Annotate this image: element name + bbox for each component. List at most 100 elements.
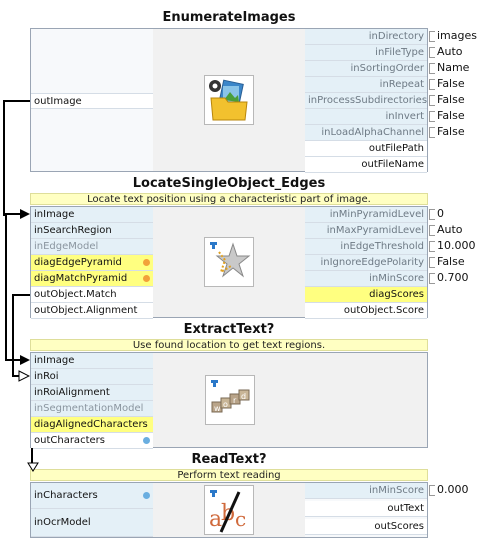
icon-area xyxy=(153,29,306,171)
left-ports: outImage xyxy=(31,29,154,171)
svg-text:d: d xyxy=(241,392,246,401)
block-title-enumerate-images: EnumerateImages xyxy=(162,10,296,25)
port-inInvert[interactable]: inInvert xyxy=(305,109,427,125)
connection-wire[interactable] xyxy=(31,448,33,466)
port-inRoiAlignment[interactable]: inRoiAlignment xyxy=(31,385,153,401)
right-ports: inMinScore outText outScores xyxy=(305,483,427,537)
value-inEdgeThreshold[interactable]: 10.000 xyxy=(429,239,476,252)
left-ports: inImage inRoi inRoiAlignment inSegmentat… xyxy=(31,353,154,449)
port-diagMatchPyramid[interactable]: diagMatchPyramid xyxy=(31,271,153,287)
value-inLoadAlphaChannel[interactable]: False xyxy=(429,125,465,138)
port-inFileType[interactable]: inFileType xyxy=(305,45,427,61)
connection-wire[interactable] xyxy=(3,100,30,102)
block-title-read-text: ReadText? xyxy=(191,452,267,467)
array-dot-icon xyxy=(143,437,150,444)
port-inLoadAlphaChannel[interactable]: inLoadAlphaChannel xyxy=(305,125,427,141)
port-outCharacters[interactable]: outCharacters xyxy=(31,433,153,449)
port-inRepeat[interactable]: inRepeat xyxy=(305,77,427,93)
value-inSortingOrder[interactable]: Name xyxy=(428,61,470,74)
port-inEdgeThreshold[interactable]: inEdgeThreshold xyxy=(305,239,427,255)
icon-area: w o r d xyxy=(153,353,427,447)
icon-area xyxy=(153,207,306,317)
port-outFilePath[interactable]: outFilePath xyxy=(305,141,427,157)
value-inFileType[interactable]: Auto xyxy=(429,45,463,58)
block-description: Use found location to get text regions. xyxy=(30,339,428,351)
arrow-head-icon xyxy=(20,355,30,365)
left-ports: inCharacters inOcrModel xyxy=(31,483,154,537)
port-diagEdgePyramid[interactable]: diagEdgePyramid xyxy=(31,255,153,271)
svg-text:w: w xyxy=(214,404,221,413)
block-description: Perform text reading xyxy=(30,469,428,481)
port-label: diagMatchPyramid xyxy=(34,273,128,284)
filter-block-locate-single-object-edges[interactable]: inImage inSearchRegion inEdgeModel diagE… xyxy=(30,206,428,319)
value-inRepeat[interactable]: False xyxy=(429,77,465,90)
port-outFileName[interactable]: outFileName xyxy=(305,157,427,173)
value-inMinScore[interactable]: 0.700 xyxy=(429,271,469,284)
folder-images-gear-icon xyxy=(204,75,254,125)
arrow-head-hollow-icon xyxy=(18,370,30,382)
diagnostic-dot-icon xyxy=(143,259,150,266)
filter-block-enumerate-images[interactable]: outImage inDirectory inFileType inSortin… xyxy=(30,28,428,173)
connection-wire[interactable] xyxy=(12,294,30,296)
connection-wire[interactable] xyxy=(12,294,14,376)
locate-star-icon xyxy=(204,237,254,287)
port-outObject-Match[interactable]: outObject.Match xyxy=(31,287,153,303)
port-inIgnoreEdgePolarity[interactable]: inIgnoreEdgePolarity xyxy=(305,255,427,271)
port-inSegmentationModel[interactable]: inSegmentationModel xyxy=(31,401,153,417)
port-inProcessSubdirectories[interactable]: inProcessSubdirectories xyxy=(305,93,427,109)
port-diagScores[interactable]: diagScores xyxy=(305,287,427,303)
port-label: inCharacters xyxy=(34,490,98,501)
value-inInvert[interactable]: False xyxy=(429,109,465,122)
port-outObject-Alignment[interactable]: outObject.Alignment xyxy=(31,303,153,319)
read-abc-icon: a b c xyxy=(204,485,254,535)
connection-wire[interactable] xyxy=(5,359,25,361)
port-outText[interactable]: outText xyxy=(305,501,427,517)
arrow-head-hollow-icon xyxy=(27,462,39,472)
port-inMinScore[interactable]: inMinScore xyxy=(305,483,427,499)
svg-text:o: o xyxy=(223,400,228,409)
svg-text:r: r xyxy=(233,396,237,405)
port-inRoi[interactable]: inRoi xyxy=(31,369,153,385)
value-inIgnoreEdgePolarity[interactable]: False xyxy=(429,255,465,268)
port-inImage[interactable]: inImage xyxy=(31,207,153,223)
port-inEdgeModel[interactable]: inEdgeModel xyxy=(31,239,153,255)
block-title-extract-text: ExtractText? xyxy=(183,322,275,337)
port-inSearchRegion[interactable]: inSearchRegion xyxy=(31,223,153,239)
port-inMaxPyramidLevel[interactable]: inMaxPyramidLevel xyxy=(305,223,427,239)
port-inOcrModel[interactable]: inOcrModel xyxy=(31,509,153,537)
port-outObject-Score[interactable]: outObject.Score xyxy=(305,303,427,319)
right-ports: inMinPyramidLevel inMaxPyramidLevel inEd… xyxy=(305,207,427,319)
connection-wire[interactable] xyxy=(12,375,20,377)
port-inMinPyramidLevel[interactable]: inMinPyramidLevel xyxy=(305,207,427,223)
block-title-locate-single-object-edges: LocateSingleObject_Edges xyxy=(132,176,326,191)
filter-block-read-text[interactable]: inCharacters inOcrModel a b c inMinScore… xyxy=(30,482,428,538)
value-inMinPyramidLevel[interactable]: 0 xyxy=(429,207,444,220)
connection-wire[interactable] xyxy=(5,214,7,360)
port-outScores[interactable]: outScores xyxy=(305,519,427,535)
port-inImage[interactable]: inImage xyxy=(31,353,153,369)
right-ports: inDirectory inFileType inSortingOrder in… xyxy=(305,29,427,173)
filter-block-extract-text[interactable]: inImage inRoi inRoiAlignment inSegmentat… xyxy=(30,352,428,449)
block-description: Locate text position using a characteris… xyxy=(30,193,428,205)
value-inDirectory[interactable]: images xyxy=(429,29,477,42)
arrow-head-icon xyxy=(20,209,30,219)
connection-wire[interactable] xyxy=(3,213,25,215)
port-label: outCharacters xyxy=(34,435,105,446)
array-dot-icon xyxy=(143,492,150,499)
port-inMinScore[interactable]: inMinScore xyxy=(305,271,427,287)
port-diagAlignedCharacters[interactable]: diagAlignedCharacters xyxy=(31,417,153,433)
svg-text:a: a xyxy=(209,507,222,532)
port-inSortingOrder[interactable]: inSortingOrder xyxy=(305,61,427,77)
port-inDirectory[interactable]: inDirectory xyxy=(305,29,427,45)
value-inMaxPyramidLevel[interactable]: Auto xyxy=(429,223,463,236)
connection-wire[interactable] xyxy=(3,100,5,216)
value-inMinScore[interactable]: 0.000 xyxy=(429,483,469,496)
icon-area: a b c xyxy=(153,483,306,537)
port-outImage[interactable]: outImage xyxy=(31,93,153,109)
extract-word-icon: w o r d xyxy=(205,375,255,425)
svg-text:c: c xyxy=(235,507,246,531)
value-inProcessSubdirectories[interactable]: False xyxy=(429,93,465,106)
port-label: diagEdgePyramid xyxy=(34,257,122,268)
left-ports: inImage inSearchRegion inEdgeModel diagE… xyxy=(31,207,154,319)
port-inCharacters[interactable]: inCharacters xyxy=(31,483,153,509)
